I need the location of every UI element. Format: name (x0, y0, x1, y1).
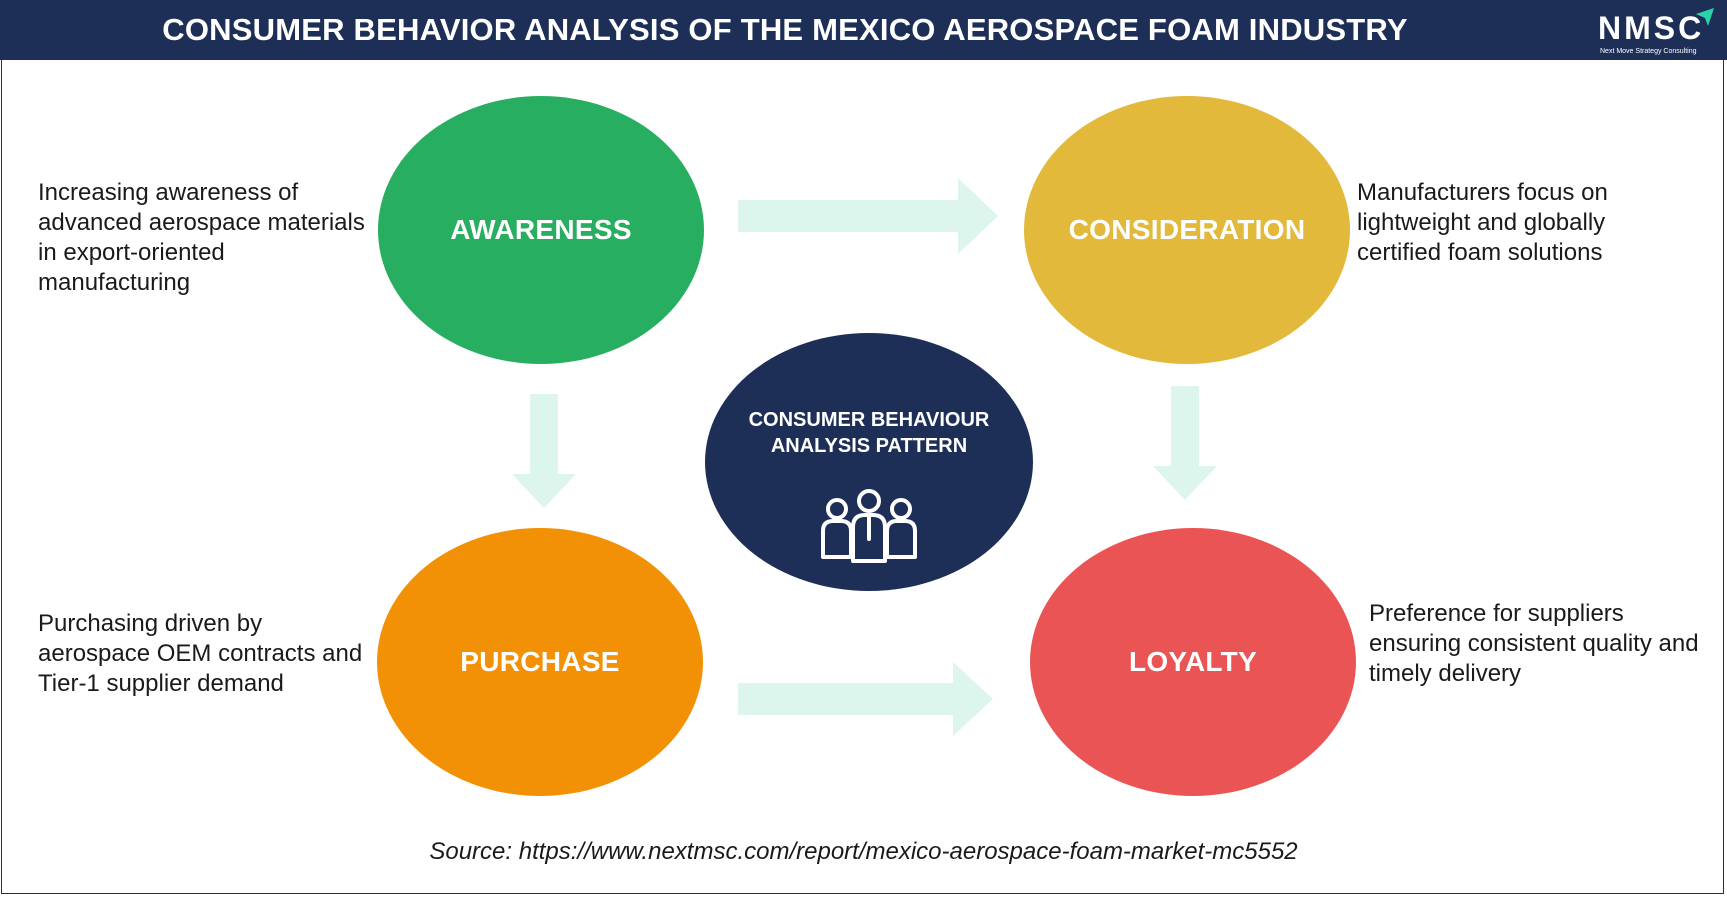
arrow-consideration-to-loyalty (1153, 386, 1217, 500)
logo-mark-icon (1696, 8, 1714, 26)
center-title: CONSUMER BEHAVIOUR ANALYSIS PATTERN (748, 409, 990, 457)
purchase-circle: PURCHASE (377, 528, 703, 796)
loyalty-label: LOYALTY (1128, 646, 1258, 677)
arrow-awareness-to-consideration (738, 178, 998, 254)
loyalty-description: Preference for suppliers ensuring consis… (1369, 600, 1699, 687)
consideration-circle: CONSIDERATION (1024, 96, 1350, 364)
loyalty-circle: LOYALTY (1030, 528, 1356, 796)
logo-tagline: Next Move Strategy Consulting (1600, 48, 1697, 55)
purchase-description: Purchasing driven by aerospace OEM contr… (38, 610, 363, 697)
page-title: CONSUMER BEHAVIOR ANALYSIS OF THE MEXICO… (162, 12, 1408, 47)
awareness-description: Increasing awareness of advanced aerospa… (38, 179, 365, 296)
people-group-icon (821, 489, 917, 563)
header-bar: CONSUMER BEHAVIOR ANALYSIS OF THE MEXICO… (0, 0, 1727, 60)
arrow-awareness-to-purchase (512, 394, 576, 508)
center-circle: CONSUMER BEHAVIOUR ANALYSIS PATTERN (705, 333, 1033, 591)
purchase-label: PURCHASE (460, 646, 620, 677)
consideration-label: CONSIDERATION (1068, 214, 1306, 245)
source-citation: Source: https://www.nextmsc.com/report/m… (429, 838, 1298, 865)
logo-text: NMSC (1598, 10, 1705, 46)
nmsc-logo: NMSC Next Move Strategy Consulting (1590, 6, 1720, 56)
awareness-circle: AWARENESS (378, 96, 704, 364)
awareness-label: AWARENESS (450, 214, 632, 245)
arrow-purchase-to-loyalty (738, 662, 993, 736)
consideration-description: Manufacturers focus on lightweight and g… (1357, 179, 1608, 266)
